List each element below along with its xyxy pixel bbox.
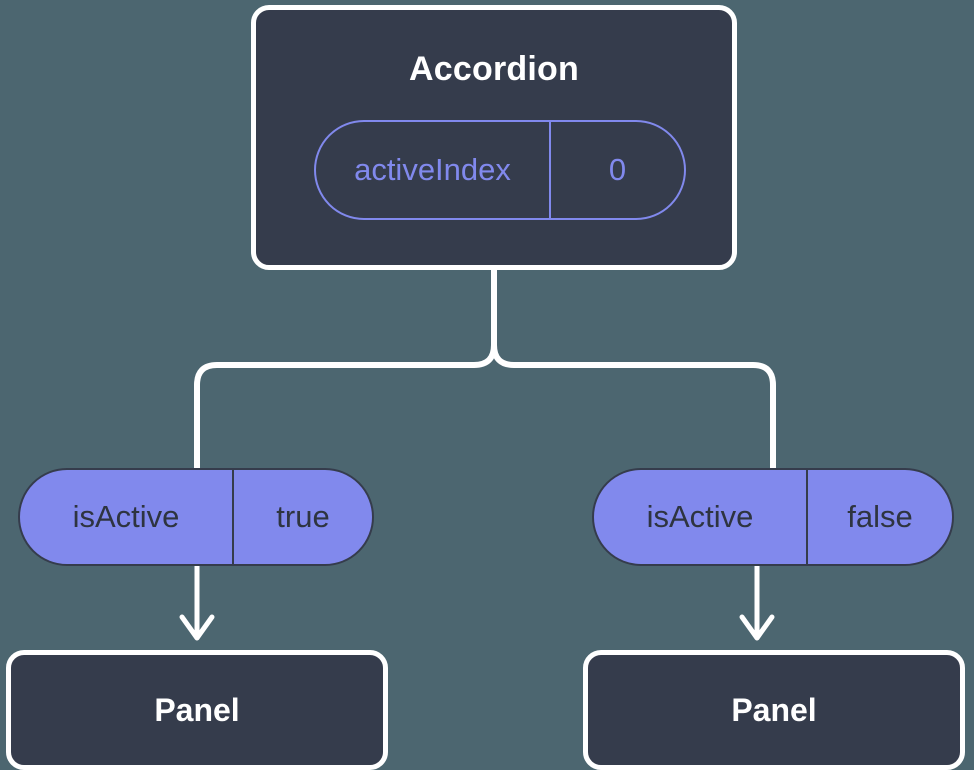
accordion-node[interactable]: Accordion activeIndex 0: [251, 5, 737, 270]
accordion-prop-pill[interactable]: activeIndex 0: [314, 120, 686, 220]
panel-right-title: Panel: [731, 692, 817, 728]
accordion-title: Accordion: [409, 50, 579, 88]
panel-node-right[interactable]: Panel: [583, 650, 965, 770]
state-pill-left-value: true: [276, 499, 330, 534]
state-pill-right-value: false: [847, 499, 913, 534]
state-pill-right-key: isActive: [594, 470, 808, 564]
panel-node-left[interactable]: Panel: [6, 650, 388, 770]
state-pill-left[interactable]: isActive true: [18, 468, 374, 566]
panel-left-title: Panel: [154, 692, 240, 728]
state-pill-right[interactable]: isActive false: [592, 468, 954, 566]
accordion-prop-key: activeIndex: [316, 122, 551, 218]
accordion-prop-value: 0: [608, 152, 627, 187]
arrow-left-head-icon: [179, 614, 215, 641]
state-pill-left-key: isActive: [20, 470, 234, 564]
connector-branch-right-icon: [491, 267, 776, 471]
arrow-right-head-icon: [739, 614, 775, 641]
connector-trunk-icon: [194, 267, 497, 471]
